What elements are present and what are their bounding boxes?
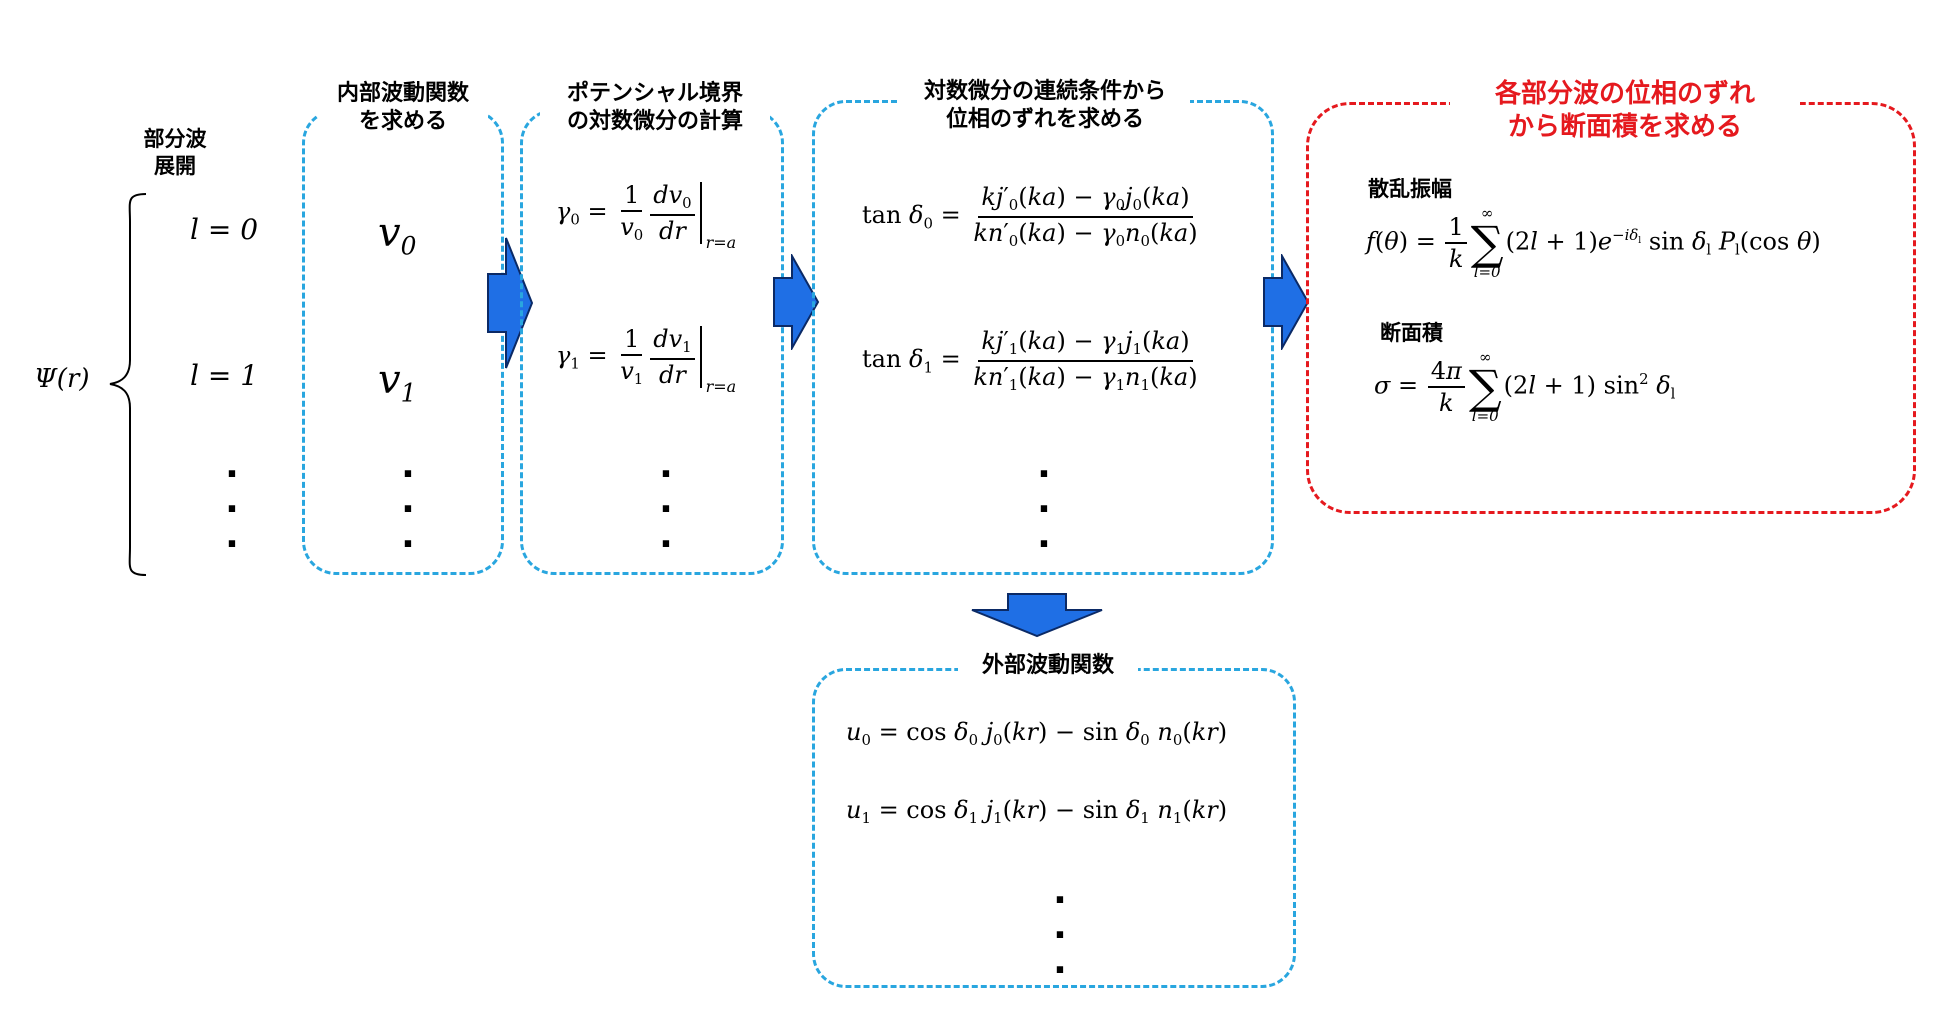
tan-delta1-formula: tan δ1 = kj′1(ka) − γ1j1(ka)kn′1(ka) − γ… <box>862 327 1198 394</box>
v0-subscript: 0 <box>400 231 417 261</box>
cross-section-label: 断面積 <box>1380 321 1443 345</box>
logderiv-ellipsis: ... <box>659 445 673 556</box>
u0-formula: u0 = cos δ0 j0(kr) − sin δ0 n0(kr) <box>846 718 1228 750</box>
cross-section-title: 各部分波の位相のずれ から断面積を求める <box>1450 78 1800 144</box>
right-arrow-icon <box>773 254 820 350</box>
phase-shift-title: 対数微分の連続条件から 位相のずれを求める <box>900 78 1190 134</box>
partial-wave-label: 部分波 展開 <box>143 127 207 178</box>
v0-symbol: v <box>378 210 401 256</box>
v1-subscript: 1 <box>400 378 417 408</box>
right-arrow-icon <box>1263 254 1310 350</box>
left-ellipsis: ... <box>225 445 239 556</box>
internal-wave-title: 内部波動関数 を求める <box>318 80 488 136</box>
v1-formula: v1 <box>378 357 416 408</box>
down-arrow-icon <box>971 593 1103 638</box>
v0-formula: v0 <box>378 210 416 261</box>
right-arrow-icon <box>487 237 534 369</box>
log-derivative-title: ポテンシャル境界 の対数微分の計算 <box>540 80 770 136</box>
external-wave-title: 外部波動関数 <box>958 652 1138 680</box>
l0-label: l = 0 <box>190 213 259 246</box>
psi-label: Ψ(r) <box>34 364 90 394</box>
brace-icon <box>109 193 147 576</box>
phase-ellipsis: ... <box>1037 445 1051 556</box>
u1-formula: u1 = cos δ1 j1(kr) − sin δ1 n1(kr) <box>846 796 1228 828</box>
v1-symbol: v <box>378 357 401 403</box>
scattering-amplitude-label: 散乱振幅 <box>1368 177 1452 201</box>
internal-ellipsis: ... <box>401 445 415 556</box>
external-ellipsis: ... <box>1053 871 1067 982</box>
l1-label: l = 1 <box>190 359 259 392</box>
cross-section-box <box>1306 102 1916 514</box>
tan-delta0-formula: tan δ0 = kj′0(ka) − γ0j0(ka)kn′0(ka) − γ… <box>862 183 1198 250</box>
